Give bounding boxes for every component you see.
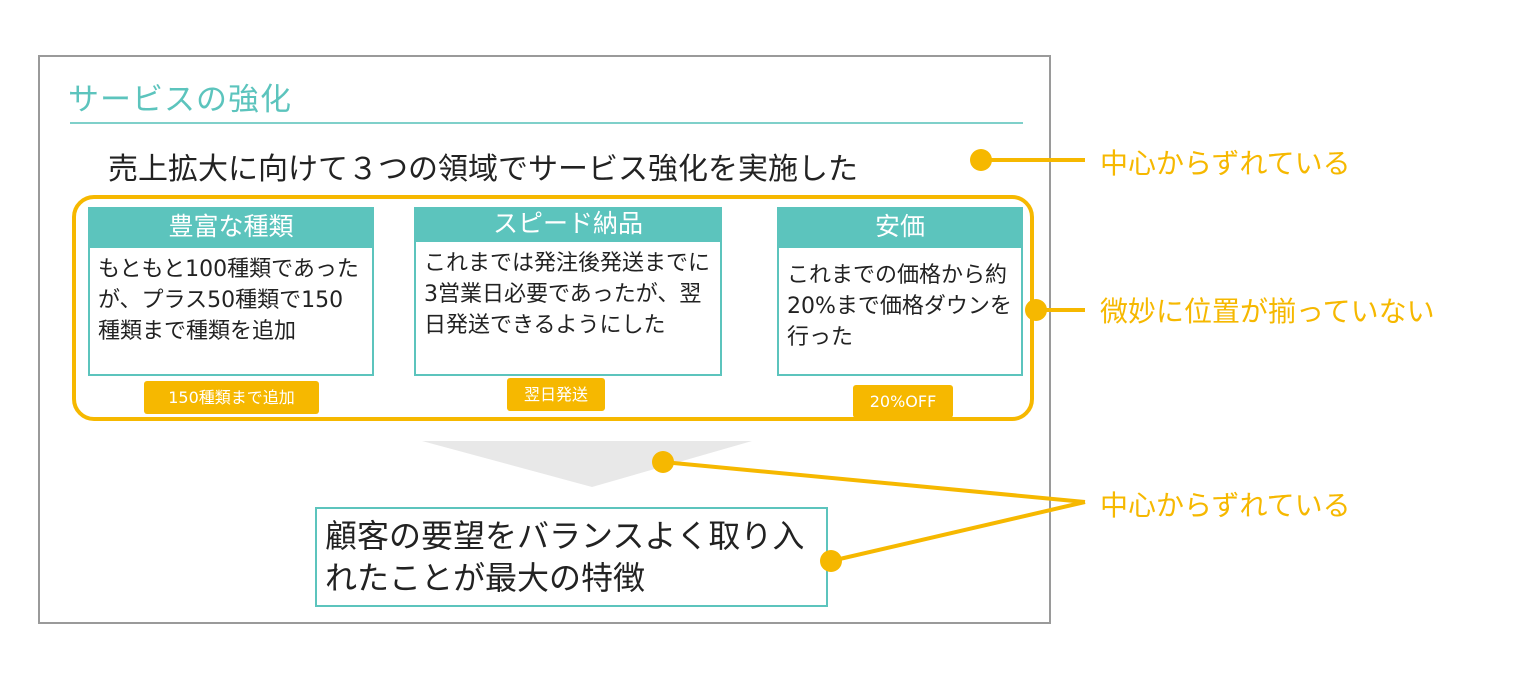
card-2-heading: スピード納品	[414, 207, 722, 241]
card-3-tag: 20%OFF	[853, 385, 953, 418]
result-statement-box: 顧客の要望をバランスよく取り入れたことが最大の特徴	[315, 507, 828, 607]
card-1-tag: 150種類まで追加	[144, 381, 319, 414]
callout-3-label: 中心からずれている	[1100, 489, 1351, 522]
title-divider	[70, 122, 1023, 124]
callout-1-label: 中心からずれている	[1100, 147, 1351, 180]
callout-1-dot	[970, 149, 992, 171]
card-3-heading: 安価	[777, 207, 1023, 247]
card-2-tag: 翌日発送	[507, 378, 605, 411]
slide-title: サービスの強化	[68, 82, 292, 118]
card-3-body: これまでの価格から約20%まで価格ダウンを行った	[777, 246, 1023, 376]
callout-3-dot-a	[652, 451, 674, 473]
card-2-body: これまでは発注後発送までに3営業日必要であったが、翌日発送できるようにした	[414, 240, 722, 376]
card-1-body: もともと100種類であったが、プラス50種類で150種類まで種類を追加	[88, 246, 374, 376]
slide-headline: 売上拡大に向けて３つの領域でサービス強化を実施した	[108, 152, 858, 187]
callout-2-label: 微妙に位置が揃っていない	[1100, 295, 1435, 328]
callout-3-dot-b	[820, 550, 842, 572]
card-1-heading: 豊富な種類	[88, 207, 374, 247]
callout-2-dot	[1025, 299, 1047, 321]
